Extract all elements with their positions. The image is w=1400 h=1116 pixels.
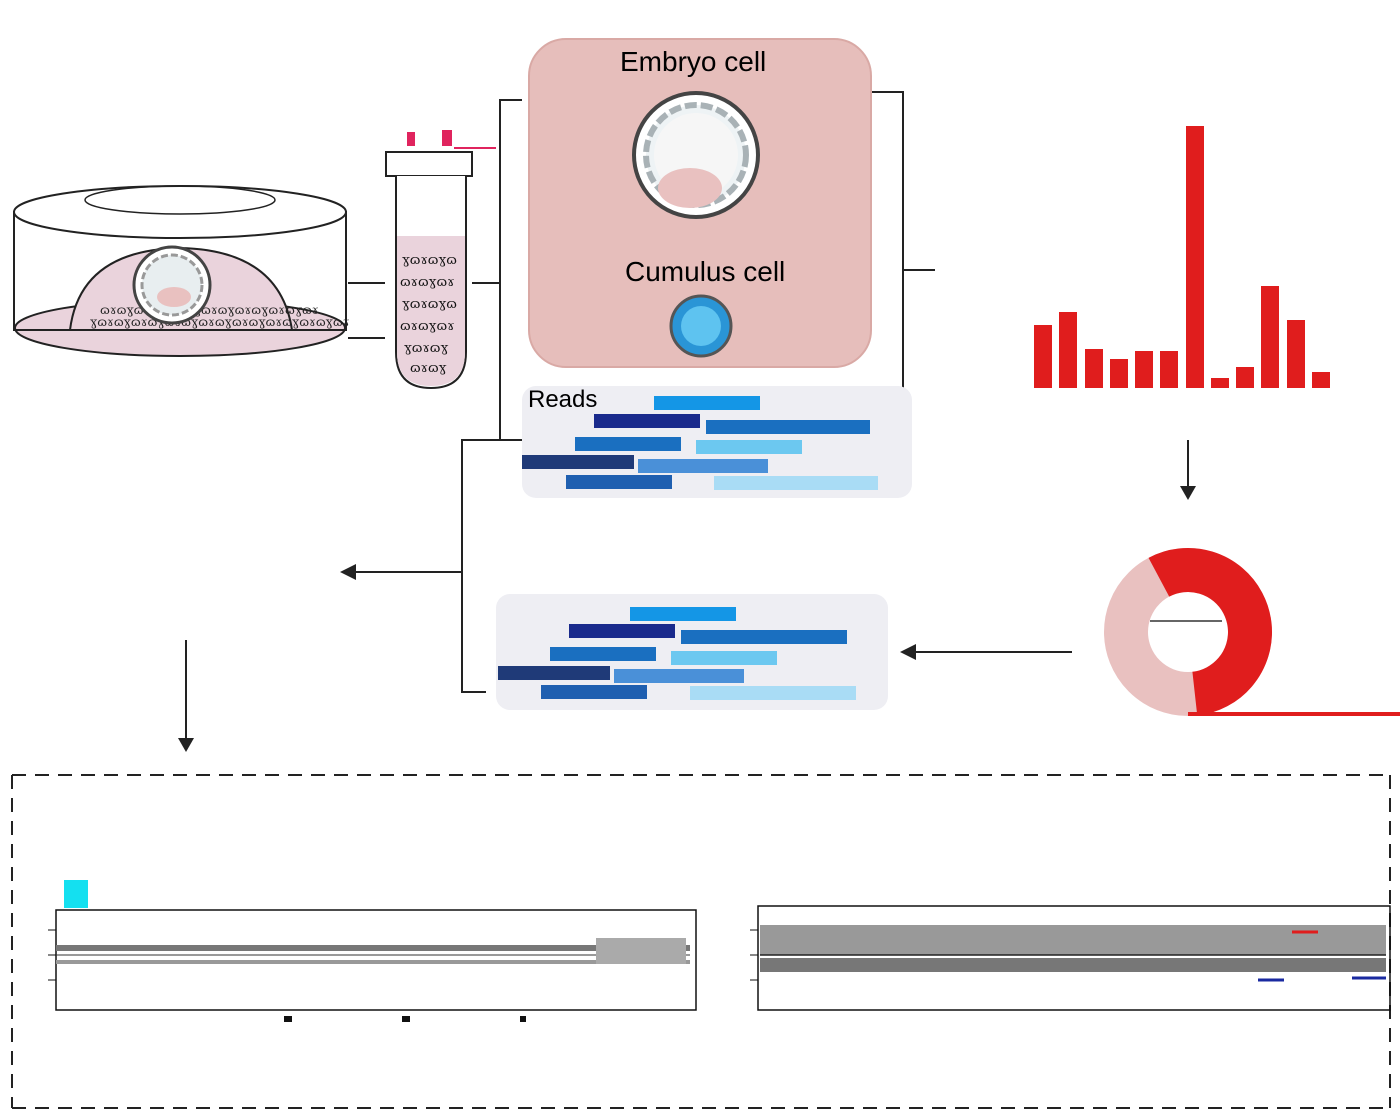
cell-panel (528, 38, 872, 368)
read-bar (541, 685, 647, 699)
read-bar (594, 414, 700, 428)
embryo-cell-label: Embryo cell (620, 46, 767, 77)
svg-text:ɣɷɤɷɣɷ: ɣɷɤɷɣɷ (402, 253, 457, 268)
cumulus-cell-label: Cumulus cell (625, 256, 786, 287)
read-bar (569, 624, 675, 638)
svg-text:ɣɷɤɷɣɷɤɷɣɷɤɷɣɷɤɷɣɷɤɷɣɷɤɷɣɷɤɷɣɷ: ɣɷɤɷɣɷɤɷɣɷɤɷɣɷɤɷɣɷɤɷɣɷɤɷɣɷɤɷɣɷɤ (90, 315, 350, 329)
bar-5 (1135, 351, 1153, 388)
read-bar (681, 630, 847, 644)
read-bar (575, 437, 681, 451)
svg-text:ɷɤɷɣɷɤ: ɷɤɷɣɷɤ (400, 319, 454, 334)
read-bar (696, 440, 802, 454)
read-bar (630, 607, 736, 621)
read-bar (614, 669, 744, 683)
read-bar (654, 396, 760, 410)
bar-12 (1312, 372, 1330, 388)
marker-icon (407, 132, 415, 146)
reads-label: Reads (528, 386, 598, 413)
bar-1 (1034, 325, 1052, 388)
bar-2 (1059, 312, 1077, 388)
legend-swatch (64, 880, 88, 908)
read-bar (714, 476, 878, 490)
read-bar (706, 420, 870, 434)
bar-chart (1034, 126, 1330, 388)
read-bar (550, 647, 656, 661)
read-bar (638, 459, 768, 473)
bar-7 (1186, 126, 1204, 388)
svg-text:ɷɤɷɣɷɤɷɣɷɤɷɣɷɤɷɣɷɤɷɣɷɤɷɣɷɤ: ɷɤɷɣɷɤɷɣɷɤɷɣɷɤɷɣɷɤɷɣɷɤɷɣɷɤ (100, 303, 319, 317)
bar-11 (1287, 320, 1305, 388)
arrow-down-icon (178, 738, 194, 752)
donut-slice-red (1104, 548, 1272, 716)
svg-text:ɷɤɷɣɷɤ: ɷɤɷɣɷɤ (400, 275, 454, 290)
read-bar (498, 666, 610, 680)
bar-3 (1085, 349, 1103, 388)
signal-plot-right (750, 905, 1391, 1011)
read-bar (690, 686, 856, 700)
signal-plot-left (48, 909, 697, 1022)
bar-9 (1236, 367, 1254, 388)
bar-10 (1261, 286, 1279, 388)
culture-dish: ɣɷɤɷɣɷɤɷɣɷɤɷɣɷɤɷɣɷɤɷɣɷɤɷɣɷɤɷɣɷɤ ɷɤɷɣɷɤɷɣ… (13, 185, 350, 357)
read-bar (522, 455, 634, 469)
marker-icon (442, 130, 452, 146)
svg-text:ɷɤɷɣ: ɷɤɷɣ (410, 361, 447, 376)
arrow-left-icon (900, 644, 916, 660)
test-tube: ɣɷɤɷɣɷ ɷɤɷɣɷɤ ɣɷɤɷɣɷ ɷɤɷɣɷɤ ɣɷɤɷɣ ɷɤɷɣ (385, 130, 496, 390)
bar-4 (1110, 359, 1128, 388)
bar-8 (1211, 378, 1229, 388)
svg-text:ɣɷɤɷɣɷ: ɣɷɤɷɣɷ (402, 297, 457, 312)
donut-chart (1104, 548, 1400, 716)
read-bar (671, 651, 777, 665)
arrow-left-icon (340, 564, 356, 580)
read-bar (566, 475, 672, 489)
arrow-down-icon (1180, 486, 1196, 500)
bar-6 (1160, 351, 1178, 388)
svg-text:ɣɷɤɷɣ: ɣɷɤɷɣ (404, 341, 448, 356)
